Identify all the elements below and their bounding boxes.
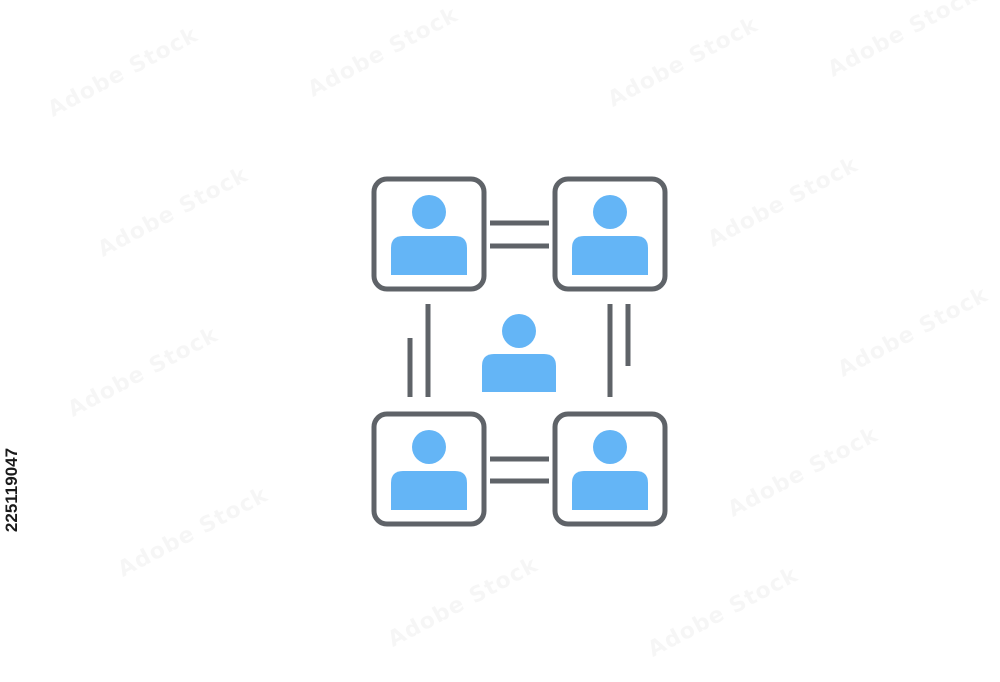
person-icon [391, 430, 467, 510]
frame-icon [371, 411, 487, 527]
frame-icon [552, 176, 668, 292]
person-icon [391, 195, 467, 275]
person-icon [572, 195, 648, 275]
person-icon [572, 430, 648, 510]
bottom-left-person-card [371, 411, 487, 527]
frame-icon [371, 176, 487, 292]
bottom-right-person-card [552, 411, 668, 527]
frame-icon [552, 411, 668, 527]
center-person-icon [482, 314, 556, 392]
left-connector [407, 304, 431, 397]
top-right-person-card [552, 176, 668, 292]
bottom-connector [490, 456, 549, 484]
stock-id-label: 225119047 [2, 447, 21, 533]
top-left-person-card [371, 176, 487, 292]
top-connector [490, 220, 549, 249]
right-connector [607, 304, 631, 397]
